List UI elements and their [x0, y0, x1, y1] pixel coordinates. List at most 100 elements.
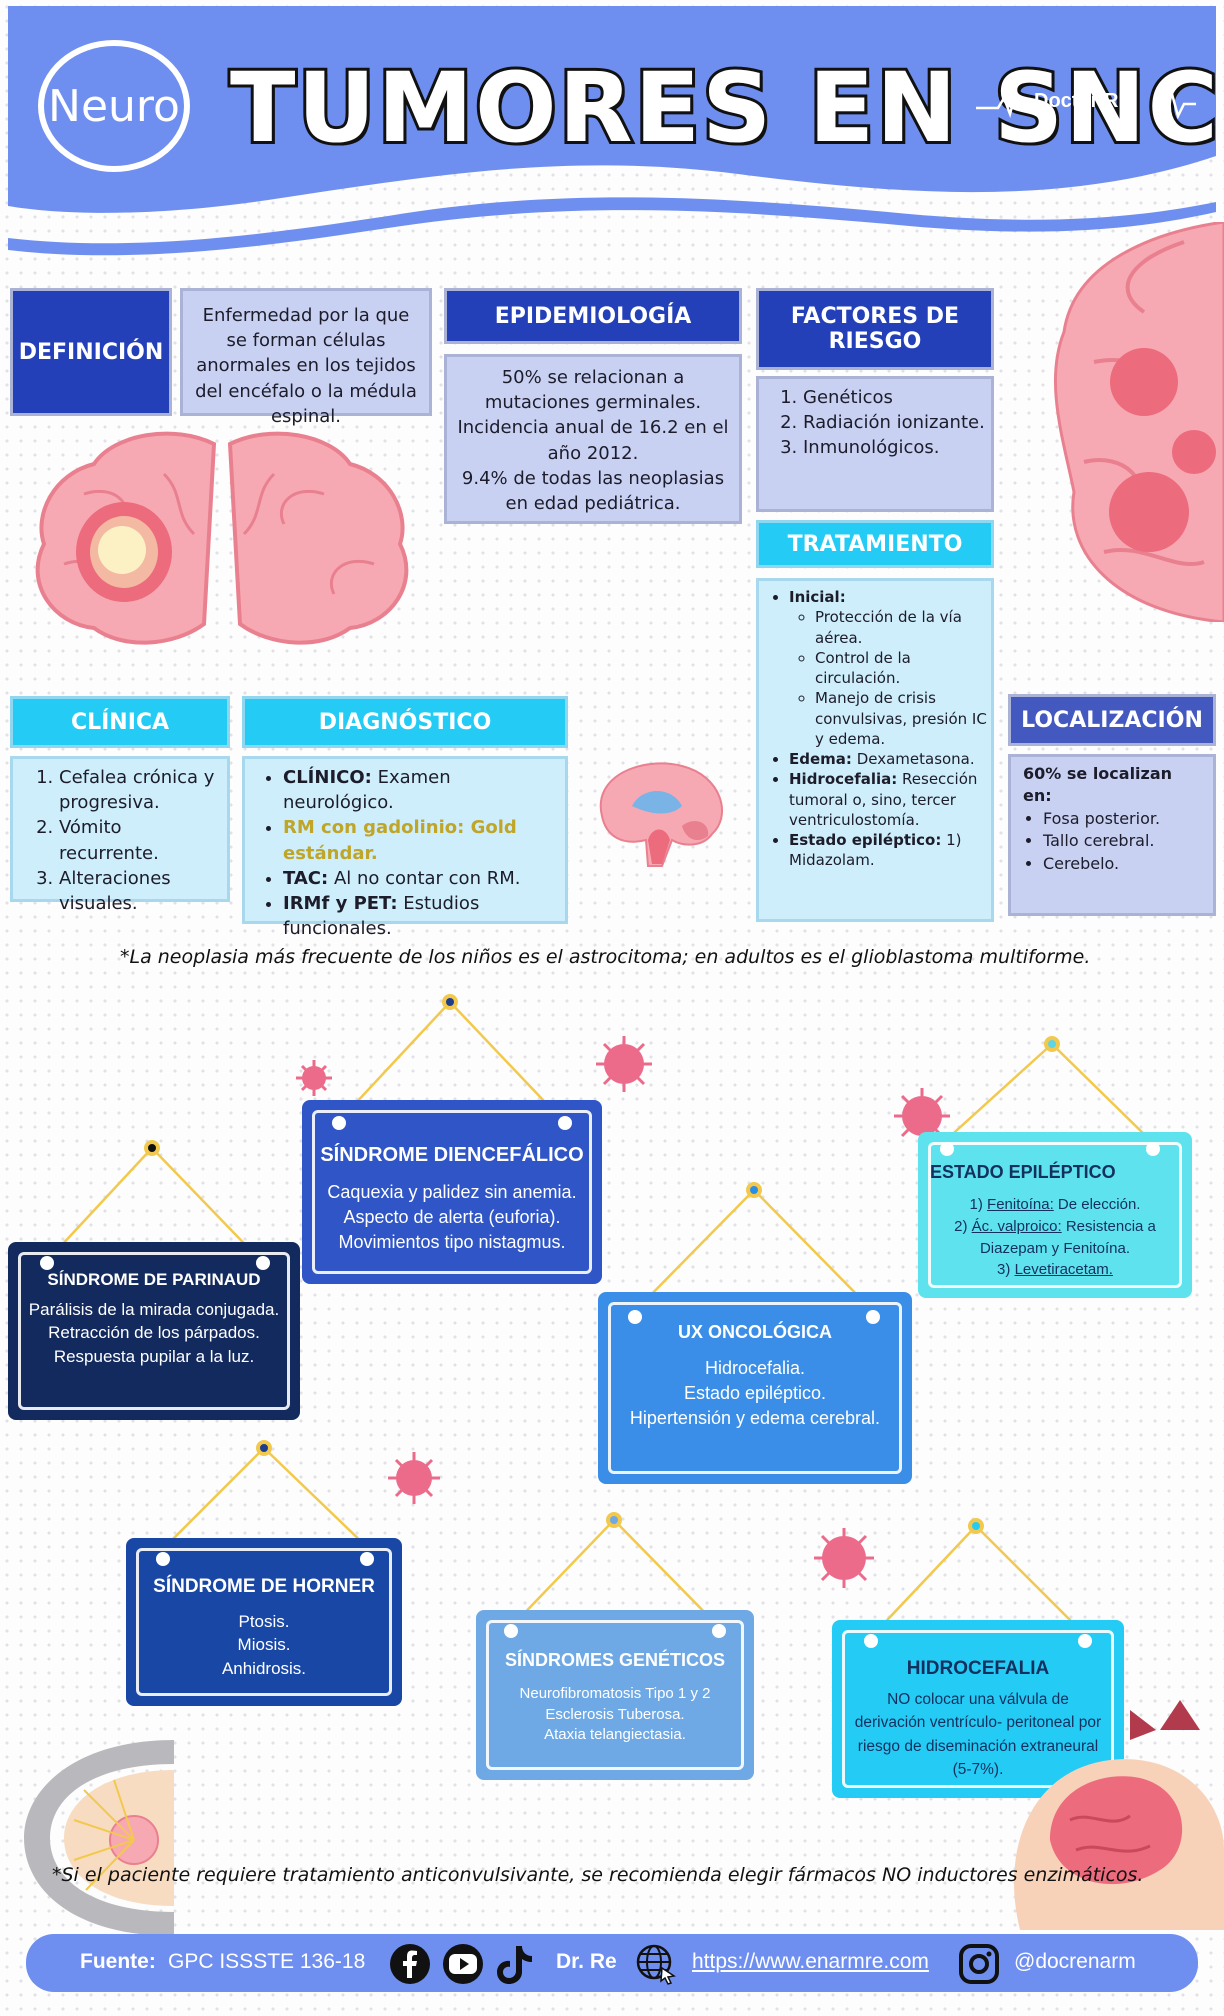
card-pin [1146, 1142, 1160, 1156]
tratamiento-subitem: Manejo de crisis convulsivas, presión IC… [815, 688, 987, 749]
website-link[interactable]: https://www.enarmre.com [692, 1950, 929, 1973]
diagnostico-item-rm: RM con gadolinio: Gold estándar. [283, 815, 559, 865]
instagram-icon[interactable] [958, 1943, 1000, 1985]
factor-item: Inmunológicos. [803, 435, 985, 460]
hanging-strings-decoration-lower [511, 1512, 1085, 1635]
card-line: Ataxia telangiectasia. [544, 1726, 686, 1744]
brand-name: Doctor RE [1034, 90, 1132, 112]
diagnostico-item: TAC: Al no contar con RM. [283, 866, 559, 891]
card-line: Neurofibromatosis Tipo 1 y 2 [519, 1685, 711, 1702]
card-pin [558, 1116, 572, 1130]
card-line: Aspecto de alerta (euforia). [343, 1206, 561, 1227]
clinica-body: Cefalea crónica y progresiva. Vómito rec… [10, 756, 230, 914]
card-sindrome-horner: SÍNDROME DE HORNER Ptosis. Miosis. Anhid… [126, 1538, 402, 1706]
clinica-header: CLÍNICA [10, 696, 230, 748]
factor-item: Genéticos [803, 385, 985, 410]
clinica-item: Cefalea crónica y progresiva. [59, 765, 221, 815]
epidemiologia-body: 50% se relacionan a mutaciones germinale… [444, 354, 742, 524]
card-line: Miosis. [237, 1635, 291, 1655]
neuro-badge: Neuro [38, 40, 190, 172]
card-line: 2) Ác. valproico: Resistencia a Diazepam… [954, 1217, 1156, 1257]
card-body: Caquexia y palidez sin anemia. Aspecto d… [320, 1180, 584, 1254]
tratamiento-subitem: Control de la circulación. [815, 648, 987, 689]
instagram-handle[interactable]: @docrenarm [1014, 1950, 1136, 1973]
epidemiologia-header: EPIDEMIOLOGÍA [444, 288, 742, 344]
localizacion-body: 60% se localizan en: Fosa posterior. Tal… [1008, 754, 1216, 916]
youtube-icon[interactable] [440, 1942, 486, 1986]
note-anticonvulsivante: *Si el paciente requiere tratamiento ant… [52, 1864, 1144, 1886]
card-body: Parálisis de la mirada conjugada. Retrac… [26, 1298, 282, 1368]
card-sindromes-geneticos: SÍNDROMES GENÉTICOS Neurofibromatosis Ti… [476, 1610, 754, 1780]
card-line: Anhidrosis. [221, 1658, 307, 1678]
card-line: Respuesta pupilar a la luz. [53, 1346, 255, 1366]
tratamiento-hidrocefalia: Hidrocefalia: Resección tumoral o, sino,… [789, 769, 987, 830]
card-pin [866, 1310, 880, 1324]
factores-header: FACTORES DE RIESGO [756, 288, 994, 370]
card-pin [40, 1256, 54, 1270]
page-title: TUMORES EN SNC [227, 49, 1221, 167]
brain-closeup-illustration [1053, 222, 1224, 622]
card-line: Hipertensión y edema cerebral. [629, 1407, 881, 1428]
footer-bar: Fuente: GPC ISSSTE 136-18 Dr. Re https:/… [26, 1934, 1198, 1992]
card-title: HIDROCEFALIA [906, 1658, 1050, 1679]
head-brain-illustration [1014, 1700, 1224, 1930]
card-line: Caquexia y palidez sin anemia. [327, 1182, 577, 1202]
card-line: Retracción de los párpados. [48, 1323, 260, 1343]
card-pin [256, 1256, 270, 1270]
definicion-text: Enfermedad por la que se forman células … [180, 288, 432, 427]
localizacion-item: Cerebelo. [1043, 853, 1201, 875]
card-body: Ptosis. Miosis. Anhidrosis. [144, 1610, 384, 1680]
card-pin [864, 1634, 878, 1648]
card-pin [1078, 1634, 1092, 1648]
card-pin [940, 1142, 954, 1156]
card-line: Ptosis. [238, 1612, 290, 1631]
ecg-line-icon [976, 87, 1196, 120]
diagnostico-body: CLÍNICO: Examen neurológico. RM con gado… [242, 756, 568, 939]
card-title: SÍNDROMES GENÉTICOS [504, 1650, 726, 1670]
card-pin [504, 1624, 518, 1638]
card-body: 1) Fenitoína: De elección. 2) Ác. valpro… [936, 1194, 1174, 1281]
card-body: NO colocar una válvula de derivación ven… [854, 1691, 1102, 1778]
tratamiento-edema: Edema: Dexametasona. [789, 749, 987, 769]
factores-body: Genéticos Radiación ionizante. Inmunológ… [756, 376, 994, 512]
header-banner: Neuro TUMORES EN SNC Doctor RE [8, 6, 1221, 256]
definicion-header: DEFINICIÓN [10, 288, 172, 416]
card-pin [332, 1116, 346, 1130]
diagnostico-header: DIAGNÓSTICO [242, 696, 568, 748]
epidemiologia-line: 50% se relacionan a mutaciones germinale… [484, 367, 702, 414]
card-title: UX ONCOLÓGICA [677, 1322, 832, 1342]
diagnostico-item: CLÍNICO: Examen neurológico. [283, 765, 559, 815]
tratamiento-subitem: Protección de la vía aérea. [815, 607, 987, 648]
card-title: SÍNDROME DE PARINAUD [47, 1270, 261, 1289]
card-line: Estado epiléptico. [683, 1382, 827, 1403]
brain-ring-illustration [24, 1740, 174, 1936]
epidemiologia-line: 9.4% de todas las neoplasias en edad ped… [461, 467, 725, 514]
brain-tumor-illustration [35, 431, 409, 645]
card-estado-epileptico: ESTADO EPILÉPTICO 1) Fenitoína: De elecc… [918, 1132, 1192, 1298]
card-title: SÍNDROME DIENCEFÁLICO [320, 1144, 584, 1166]
facebook-icon[interactable] [388, 1942, 432, 1986]
sagittal-brain-icon [599, 762, 723, 867]
footer-author: Dr. Re [556, 1950, 617, 1973]
card-sindrome-diencefalico: SÍNDROME DIENCEFÁLICO Caquexia y palidez… [302, 1100, 602, 1284]
card-pin [712, 1624, 726, 1638]
card-line: Parálisis de la mirada conjugada. [28, 1300, 280, 1319]
factor-item: Radiación ionizante. [803, 410, 985, 435]
card-title: ESTADO EPILÉPTICO [930, 1162, 1116, 1182]
card-line: 1) Fenitoína: De elección. [969, 1196, 1141, 1213]
tratamiento-inicial: Inicial: Protección de la vía aérea. Con… [789, 587, 987, 749]
card-pin [156, 1552, 170, 1566]
epidemiologia-line: Incidencia anual de 16.2 en el año 2012. [457, 417, 729, 464]
footer-source-text: GPC ISSSTE 136-18 [168, 1950, 366, 1973]
globe-cursor-icon [636, 1944, 676, 1985]
card-pin [628, 1310, 642, 1324]
card-body: Neurofibromatosis Tipo 1 y 2 Esclerosis … [494, 1684, 736, 1746]
localizacion-item: Fosa posterior. [1043, 808, 1201, 830]
localizacion-lead: 60% se localizan en: [1023, 764, 1173, 806]
card-line: 3) Levetiracetam. [997, 1261, 1113, 1279]
tratamiento-epileptico: Estado epiléptico: 1) Midazolam. [789, 830, 987, 871]
header-wave-background [8, 6, 1216, 256]
clinica-item: Vómito recurrente. [59, 815, 221, 865]
localizacion-header: LOCALIZACIÓN [1008, 694, 1216, 746]
tiktok-icon[interactable] [494, 1942, 534, 1986]
